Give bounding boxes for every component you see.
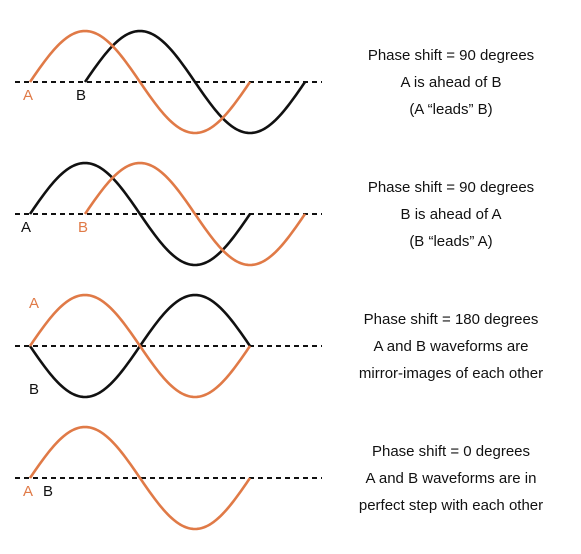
- panel-90-a-leads: BA: [15, 29, 322, 135]
- waveform-label-a: A: [23, 87, 33, 104]
- waveform-label-a: A: [29, 295, 39, 312]
- waveform-label-a: A: [21, 219, 31, 236]
- waveform-label-b: B: [43, 483, 53, 500]
- description-line: A and B waveforms are: [373, 338, 529, 355]
- description-panel-1: Phase shift = 90 degrees A is ahead of B…: [336, 42, 566, 123]
- description-panel-2: Phase shift = 90 degrees B is ahead of A…: [336, 174, 566, 255]
- description-line: Phase shift = 90 degrees: [367, 179, 535, 196]
- description-line: (A “leads” B): [409, 101, 493, 118]
- description-line: (B “leads” A): [409, 233, 493, 250]
- description-line: Phase shift = 0 degrees: [371, 443, 531, 460]
- waveform-a: [28, 425, 252, 531]
- description-line: Phase shift = 90 degrees: [367, 47, 535, 64]
- waveform-a: [28, 161, 252, 267]
- waveform-b: [83, 29, 307, 135]
- description-line: Phase shift = 180 degrees: [363, 311, 539, 328]
- description-panel-4: Phase shift = 0 degrees A and B waveform…: [336, 438, 566, 519]
- description-line: mirror-images of each other: [358, 365, 544, 382]
- description-line: B is ahead of A: [400, 206, 502, 223]
- waveform-label-b: B: [76, 87, 86, 104]
- waveform-label-a: A: [23, 483, 33, 500]
- description-line: A and B waveforms are in: [365, 470, 537, 487]
- waveform-a: [28, 293, 252, 399]
- waveform-label-b: B: [78, 219, 88, 236]
- waveform-label-b: B: [29, 381, 39, 398]
- description-line: A is ahead of B: [400, 74, 502, 91]
- panel-180-mirror: BA: [15, 293, 322, 399]
- waveform-a: [28, 29, 252, 135]
- waveform-b: [83, 161, 307, 267]
- panel-0-in-step: BA: [15, 425, 322, 531]
- description-panel-3: Phase shift = 180 degrees A and B wavefo…: [336, 306, 566, 387]
- description-line: perfect step with each other: [358, 497, 544, 514]
